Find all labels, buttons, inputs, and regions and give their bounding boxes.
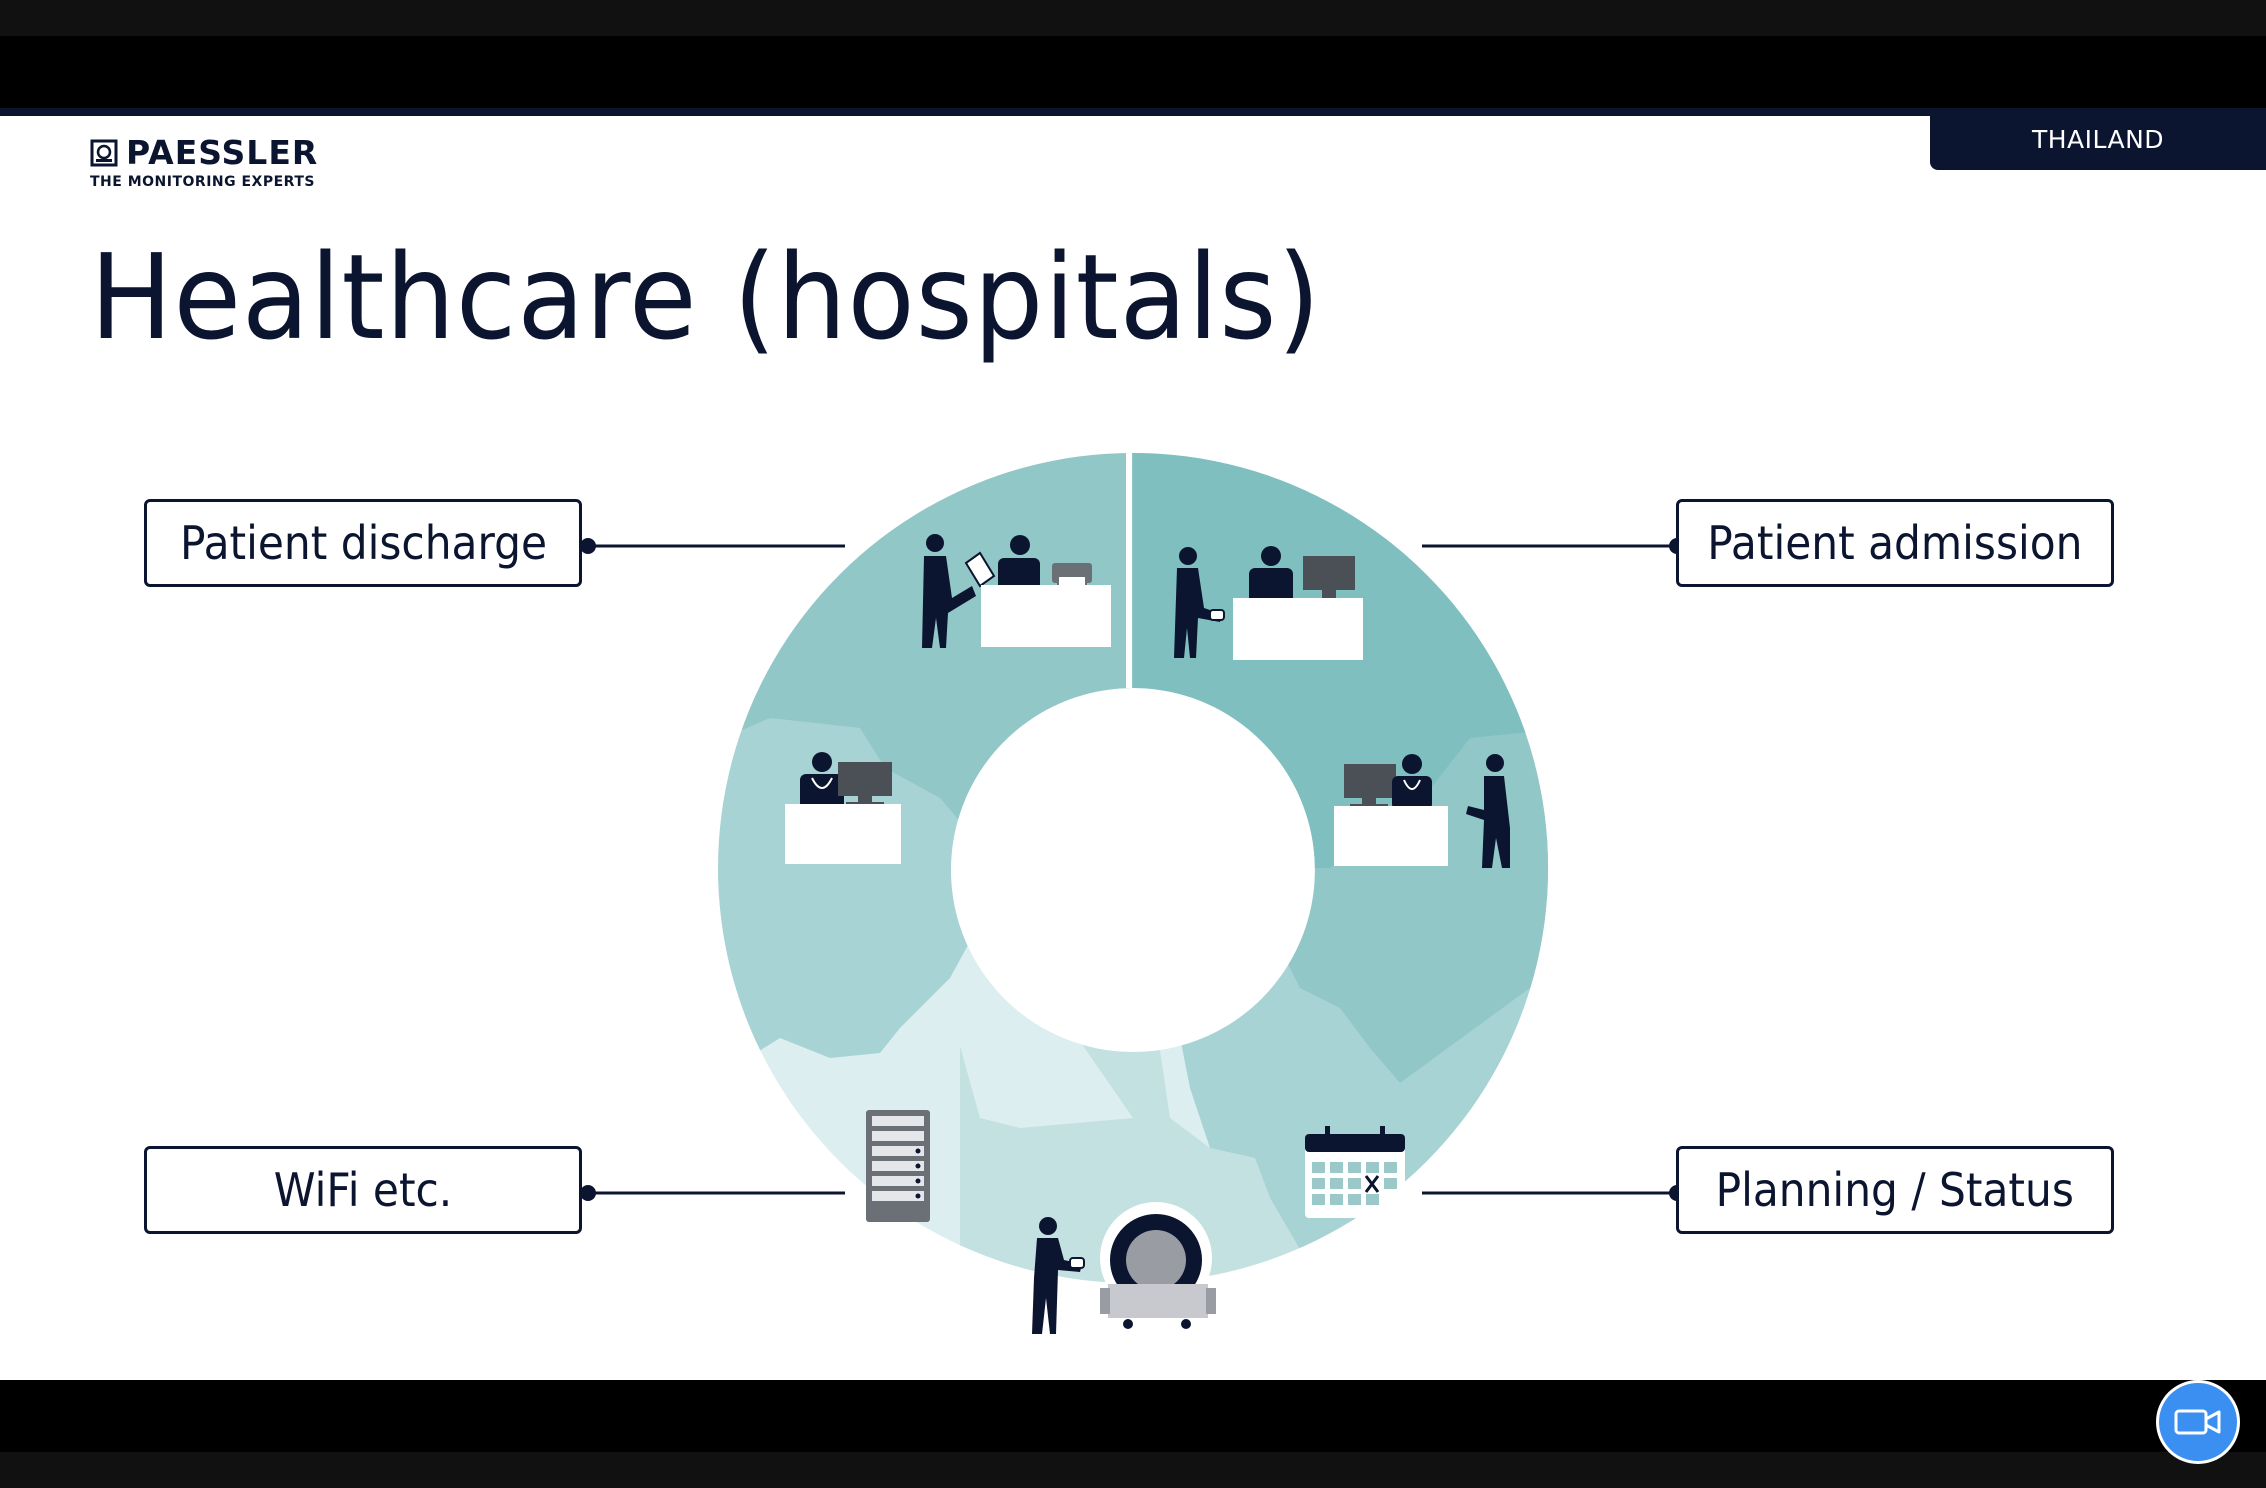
page-title: Healthcare (hospitals)	[90, 228, 1322, 366]
label-planning-status: Planning / Status	[1676, 1146, 2114, 1234]
healthcare-ring-diagram	[580, 453, 1685, 1334]
connector-dot-wifi	[580, 1185, 596, 1201]
logo-tagline: THE MONITORING EXPERTS	[90, 174, 315, 190]
video-camera-button[interactable]	[2156, 1380, 2240, 1464]
label-wifi-text: WiFi etc.	[273, 1163, 453, 1217]
label-patient-discharge: Patient discharge	[144, 499, 582, 587]
video-camera-icon	[2174, 1409, 2221, 1435]
slide-top-line	[0, 108, 2266, 116]
connector-dot-discharge	[580, 538, 596, 554]
mri-scanner-icon	[1032, 1202, 1216, 1334]
admission-scene-icon	[1174, 546, 1363, 660]
label-patient-discharge-text: Patient discharge	[179, 516, 547, 570]
discharge-scene-icon	[922, 534, 1111, 648]
logo-name: PAESSLER	[126, 133, 319, 172]
doctor-desk-icon	[785, 752, 901, 864]
segment-divider	[1126, 453, 1132, 818]
server-rack-icon	[866, 1110, 930, 1222]
viewer-top-bar	[0, 36, 2266, 108]
calendar-icon	[1305, 1126, 1405, 1218]
connectors	[588, 544, 1676, 1195]
label-planning-status-text: Planning / Status	[1715, 1163, 2075, 1217]
ring-segments	[718, 453, 1549, 1283]
label-patient-admission: Patient admission	[1676, 499, 2114, 587]
label-patient-admission-text: Patient admission	[1707, 516, 2083, 570]
segment-mri	[1133, 868, 1305, 1283]
label-wifi: WiFi etc.	[144, 1146, 582, 1234]
paessler-logo-icon	[90, 139, 118, 167]
country-tab: THAILAND	[1930, 108, 2266, 170]
paessler-logo: PAESSLER THE MONITORING EXPERTS	[90, 133, 319, 190]
viewer-bottom-bar	[0, 1380, 2266, 1452]
presentation-slide: THAILAND PAESSLER THE MONITORING EXPERTS…	[0, 108, 2266, 1380]
right-desk-icon	[1334, 754, 1510, 868]
